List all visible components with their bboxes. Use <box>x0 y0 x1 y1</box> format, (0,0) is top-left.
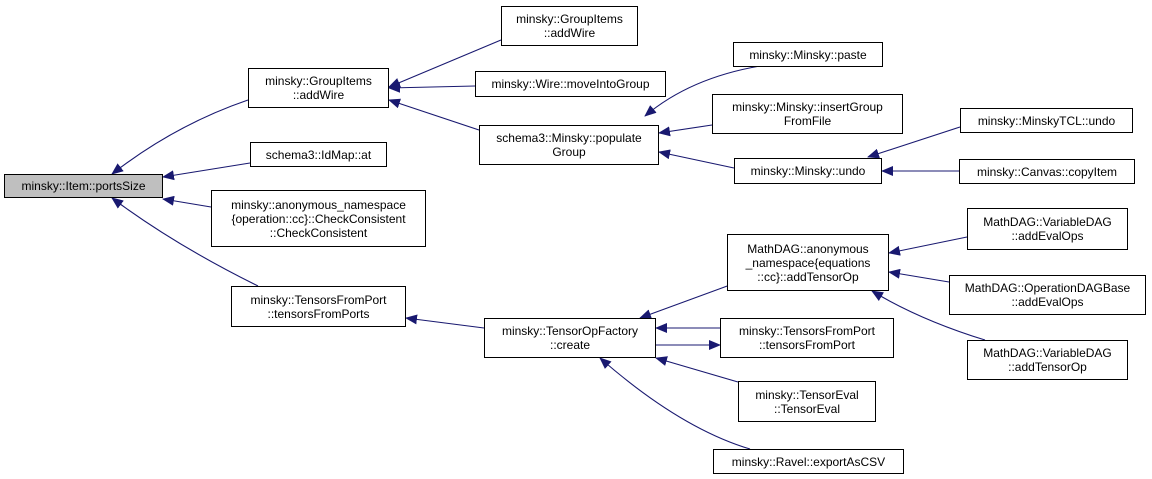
node-label-line: minsky::TensorsFromPort <box>738 324 876 338</box>
node-label-line: minsky::TensorsFromPort <box>250 292 387 307</box>
node-label-line: ::addWire <box>292 88 345 102</box>
node-label-line: ::tensorsFromPorts <box>267 306 370 321</box>
node-label-line: minsky::GroupItems <box>265 74 372 88</box>
node-label-line: minsky::TensorOpFactory <box>501 324 639 338</box>
node-idmap-at[interactable]: schema3::IdMap::at <box>250 142 387 167</box>
node-label-line: ::TensorEval <box>773 401 841 416</box>
node-label-line: ::addTensorOp <box>1008 360 1087 374</box>
node-label-line: minsky::TensorEval <box>755 387 859 402</box>
edge-paste <box>644 65 761 117</box>
node-tensorsfromports[interactable]: minsky::TensorsFromPort::tensorsFromPort… <box>231 286 406 327</box>
edge-popgroup <box>388 98 480 131</box>
node-label-line: FromFile <box>783 114 832 128</box>
edge-checkc <box>162 195 212 208</box>
edge-addtensorop <box>639 284 731 319</box>
node-ravel-exportascsv[interactable]: minsky::Ravel::exportAsCSV <box>713 449 904 474</box>
node-tensorsfromport[interactable]: minsky::TensorsFromPort::tensorsFromPort <box>720 318 894 358</box>
node-label-line: minsky::MinskyTCL::undo <box>977 113 1116 128</box>
node-label-line: minsky::Minsky::paste <box>749 47 867 62</box>
edge-tclundo <box>867 126 961 159</box>
node-label-line: schema3::IdMap::at <box>265 147 372 162</box>
edge-vdag-eval <box>888 236 968 256</box>
node-label-line: schema3::Minsky::populate <box>496 131 642 145</box>
node-label-line: minsky::anonymous_namespace <box>231 197 406 212</box>
node-label-line: minsky::Item::portsSize <box>21 179 146 193</box>
node-groupitems-addwire-top[interactable]: minsky::GroupItems::addWire <box>501 6 638 46</box>
node-label-line: minsky::GroupItems <box>516 12 623 26</box>
edge-odag-eval <box>888 268 950 283</box>
edge-ravel <box>599 357 751 450</box>
node-label-line: minsky::Canvas::copyItem <box>976 164 1118 179</box>
node-label-line: minsky::Ravel::exportAsCSV <box>731 454 886 469</box>
node-label-line: {operation::cc}::CheckConsistent <box>231 211 406 226</box>
edge-vdag-tensor <box>871 290 986 341</box>
node-label-line: minsky::Wire::moveIntoGroup <box>491 77 650 91</box>
node-addtensorop[interactable]: MathDAG::anonymous_namespace{equations::… <box>727 234 889 291</box>
node-label-line: ::create <box>549 338 591 352</box>
node-variabledag-addevalops[interactable]: MathDAG::VariableDAG::addEvalOps <box>967 208 1128 250</box>
node-label-line: ::cc}::addTensorOp <box>757 269 859 284</box>
node-label-line: _namespace{equations <box>745 255 871 270</box>
node-checkconsistent[interactable]: minsky::anonymous_namespace{operation::c… <box>211 190 426 247</box>
edge-gi-mid <box>111 99 249 175</box>
node-label-line: ::CheckConsistent <box>269 225 368 240</box>
edge-tfp-ports <box>111 197 259 287</box>
node-label-line: MathDAG::VariableDAG <box>983 346 1112 360</box>
edge-tensoreval <box>655 356 739 383</box>
node-operationdagbase-addevalops[interactable]: MathDAG::OperationDAGBase::addEvalOps <box>949 275 1146 315</box>
node-label-line: MathDAG::VariableDAG <box>983 215 1112 229</box>
node-tensoropfactory-create[interactable]: minsky::TensorOpFactory::create <box>484 318 656 358</box>
edge-undo <box>658 149 735 169</box>
node-wire-moveintogroup[interactable]: minsky::Wire::moveIntoGroup <box>475 71 666 97</box>
edge-gi-top <box>388 39 502 88</box>
node-label-line: minsky::Minsky::undo <box>750 164 866 178</box>
node-groupitems-addwire[interactable]: minsky::GroupItems::addWire <box>248 68 389 108</box>
edge-idmap <box>162 162 251 181</box>
node-label-line: ::addWire <box>543 26 596 40</box>
edge-create <box>405 314 485 329</box>
node-tensoreval[interactable]: minsky::TensorEval::TensorEval <box>738 381 876 422</box>
node-minskytcl-undo[interactable]: minsky::MinskyTCL::undo <box>960 108 1133 133</box>
node-label-line: minsky::Minsky::insertGroup <box>732 100 883 114</box>
node-label-line: ::addEvalOps <box>1011 229 1084 243</box>
node-minsky-undo[interactable]: minsky::Minsky::undo <box>734 158 882 184</box>
node-item-portssize: minsky::Item::portsSize <box>4 174 163 198</box>
node-minsky-paste[interactable]: minsky::Minsky::paste <box>733 42 883 67</box>
node-label-line: ::tensorsFromPort <box>758 338 856 352</box>
node-label-line: ::addEvalOps <box>1011 295 1084 309</box>
edge-wire <box>388 82 476 93</box>
edge-insgroup <box>658 124 713 137</box>
node-variabledag-addtensorop[interactable]: MathDAG::VariableDAG::addTensorOp <box>967 340 1128 380</box>
node-label-line: MathDAG::anonymous <box>747 241 869 256</box>
node-label-line: Group <box>552 145 586 159</box>
node-label-line: MathDAG::OperationDAGBase <box>964 281 1131 295</box>
node-canvas-copyitem[interactable]: minsky::Canvas::copyItem <box>959 159 1135 184</box>
